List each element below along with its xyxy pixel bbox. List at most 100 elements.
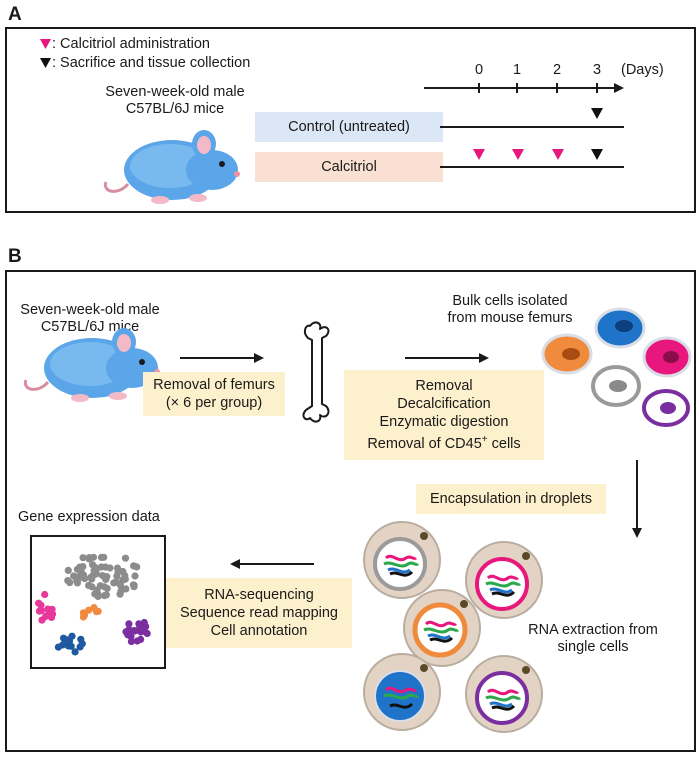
encapsulation-label: Encapsulation in droplets	[429, 491, 593, 507]
cluster-point-blue	[67, 642, 75, 650]
mouse-label-a: Seven-week-old male C57BL/6J mice	[85, 84, 265, 118]
mouse-label-b-line1: Seven-week-old male	[20, 302, 160, 318]
cluster-point-orange	[90, 604, 98, 612]
cluster-point-gray	[119, 576, 127, 584]
cluster-point-purple	[133, 637, 141, 645]
cluster-point-gray	[121, 554, 130, 562]
cluster-point-purple	[125, 620, 133, 628]
cluster-point-gray	[102, 591, 110, 599]
mouse-label-b-line2: C57BL/6J mice	[40, 319, 140, 335]
cluster-point-gray	[94, 592, 102, 600]
arrow-to-femur	[180, 353, 264, 363]
cluster-point-gray	[74, 573, 82, 581]
legend-calcitriol: : Calcitriol administration	[40, 36, 210, 52]
black-triangle-icon	[40, 58, 51, 68]
calcitriol-dose-day0	[473, 149, 485, 160]
cell-purple	[642, 389, 690, 427]
control-box: Control (untreated)	[255, 112, 443, 142]
processing-line3: Enzymatic digestion	[379, 414, 509, 431]
cluster-point-purple	[137, 628, 145, 636]
panel-a	[5, 27, 696, 213]
arrow-down	[632, 460, 642, 538]
cluster-point-gray	[101, 563, 110, 571]
cluster-point-pink	[41, 590, 49, 599]
control-label: Control (untreated)	[288, 119, 410, 135]
legend-sacrifice-label: : Sacrifice and tissue collection	[52, 55, 251, 71]
cluster-point-gray	[130, 583, 138, 591]
day-3-label: 3	[592, 62, 602, 78]
calcitriol-sacrifice-marker	[591, 149, 603, 160]
gene-expression-title: Gene expression data	[18, 509, 160, 525]
cell-blue	[594, 307, 646, 349]
panel-b-letter: B	[8, 246, 22, 267]
sequencing-line1: RNA-sequencing	[204, 587, 314, 603]
cluster-point-gray	[79, 554, 87, 562]
cluster-point-blue	[71, 648, 79, 656]
day-0-label: 0	[474, 62, 484, 78]
cluster-point-blue	[76, 643, 84, 651]
droplet-gray-cell	[363, 521, 441, 599]
rna-extraction-line1: RNA extraction from	[528, 622, 658, 638]
cluster-point-gray	[99, 572, 107, 580]
rna-extraction-label: RNA extraction from single cells	[518, 622, 668, 656]
cluster-point-gray	[113, 572, 121, 580]
sequencing-line3: Cell annotation	[210, 623, 308, 639]
days-unit-label: (Days)	[621, 62, 664, 78]
cell-gray	[591, 365, 641, 407]
bulk-cells-line2: from mouse femurs	[447, 310, 573, 326]
cluster-point-pink	[48, 605, 56, 613]
rna-extraction-line2: single cells	[557, 639, 629, 655]
cluster-point-pink	[37, 601, 45, 609]
processing-line1: Removal	[415, 378, 473, 395]
cell-orange	[541, 333, 593, 375]
cluster-point-gray	[88, 561, 97, 569]
cluster-point-blue	[77, 635, 85, 643]
mouse-label-a-line2: C57BL/6J mice	[125, 101, 225, 117]
cluster-point-gray	[130, 562, 138, 570]
processing-line4-sup: +	[481, 434, 488, 446]
processing-line4-suffix: cells	[487, 435, 521, 452]
cluster-point-gray	[110, 579, 118, 587]
bulk-cells-label: Bulk cells isolated from mouse femurs	[430, 293, 590, 327]
timeline-axis	[424, 83, 624, 93]
cluster-point-gray	[64, 566, 72, 574]
bulk-cells-icon	[541, 307, 692, 427]
calcitriol-dose-day1	[512, 149, 524, 160]
cluster-point-gray	[131, 572, 139, 580]
cluster-scatter	[35, 553, 151, 656]
droplet-pink-cell	[465, 541, 543, 619]
mouse-icon-b	[23, 328, 160, 402]
sequencing-box: RNA-sequencing Sequence read mapping Cel…	[166, 578, 352, 648]
bulk-cells-line1: Bulk cells isolated	[452, 293, 568, 309]
mouse-label-b: Seven-week-old male C57BL/6J mice	[10, 302, 170, 336]
control-sacrifice-marker	[591, 108, 603, 119]
processing-line4: Removal of CD45+ cells	[367, 431, 520, 453]
femur-removal-line2: (× 6 per group)	[165, 395, 263, 411]
cluster-point-gray	[113, 564, 122, 572]
calcitriol-box: Calcitriol	[255, 152, 443, 182]
processing-box: Removal Decalcification Enzymatic digest…	[344, 370, 544, 460]
cluster-point-purple	[130, 627, 138, 635]
cluster-point-gray	[88, 583, 96, 591]
mouse-label-a-line1: Seven-week-old male	[105, 84, 245, 100]
legend-calcitriol-label: : Calcitriol administration	[52, 36, 210, 52]
day-1-label: 1	[512, 62, 522, 78]
cluster-point-pink	[37, 607, 45, 615]
cluster-point-purple	[143, 629, 151, 638]
cluster-point-gray	[122, 585, 130, 593]
magenta-triangle-icon	[40, 39, 51, 49]
cluster-point-gray	[90, 566, 98, 575]
droplet-orange-cell	[403, 589, 481, 667]
cluster-point-gray	[80, 573, 88, 581]
droplet-blue-cell	[363, 653, 441, 731]
control-timeline	[440, 108, 624, 128]
cluster-point-gray	[97, 553, 106, 561]
cluster-point-gray	[93, 586, 101, 594]
calcitriol-dose-day2	[552, 149, 564, 160]
calcitriol-timeline	[440, 149, 624, 168]
droplets-icon	[363, 521, 543, 733]
cluster-point-orange	[79, 609, 87, 617]
femur-removal-box: Removal of femurs (× 6 per group)	[143, 372, 285, 416]
femur-removal-line1: Removal of femurs	[153, 377, 275, 393]
cluster-point-gray	[76, 563, 84, 571]
